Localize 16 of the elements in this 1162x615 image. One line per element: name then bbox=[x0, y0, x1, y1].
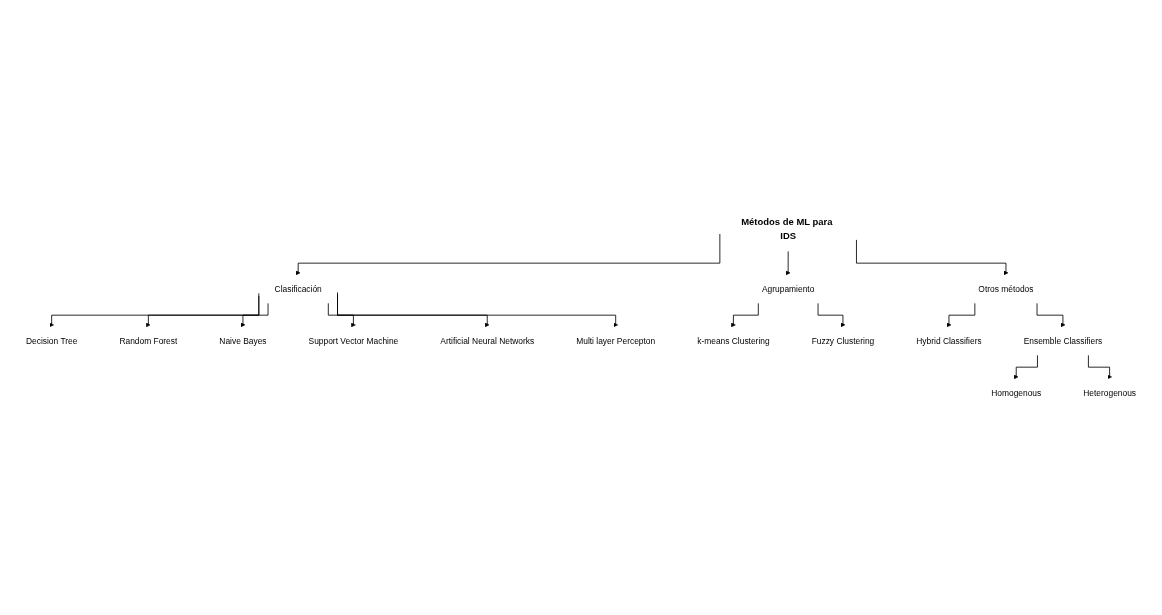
node-text: Support Vector Machine bbox=[308, 336, 399, 346]
node-text: Multi layer Percepton bbox=[576, 336, 656, 346]
node-text: Artificial Neural Networks bbox=[440, 336, 535, 346]
node-text: Homogenous bbox=[991, 388, 1042, 398]
node-text: Ensemble Classifiers bbox=[1023, 336, 1103, 346]
node-text: Random Forest bbox=[119, 336, 178, 346]
node-text: Decision Tree bbox=[25, 336, 78, 346]
node-text: Naive Bayes bbox=[219, 336, 267, 346]
node-text: Métodos de ML para IDS bbox=[741, 216, 833, 242]
node-text: Agrupamiento bbox=[762, 284, 815, 294]
node-text: Hybrid Classifiers bbox=[916, 336, 982, 346]
node-text: k-means Clustering bbox=[697, 336, 770, 346]
node-text: Heterogenous bbox=[1083, 388, 1137, 398]
node-text: Otros métodos bbox=[978, 284, 1034, 294]
node-text: Clasificación bbox=[274, 284, 322, 294]
node-text: Fuzzy Clustering bbox=[811, 336, 875, 346]
